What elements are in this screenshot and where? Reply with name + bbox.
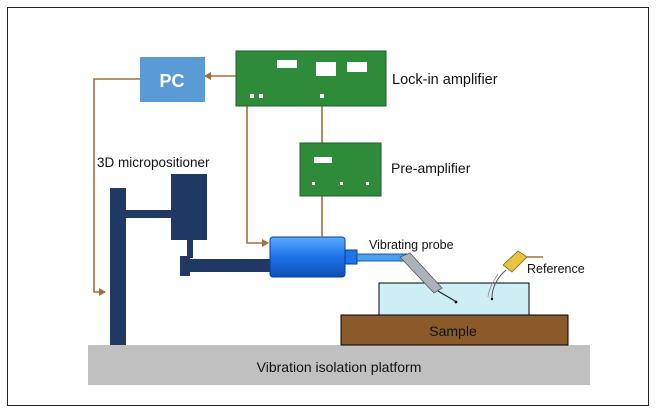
pc-box: PC bbox=[140, 57, 205, 102]
lockin-label: Lock-in amplifier bbox=[392, 72, 498, 88]
probe-label: Vibrating probe bbox=[369, 238, 454, 252]
probe-housing bbox=[269, 236, 408, 278]
sample-block: Sample bbox=[340, 314, 569, 346]
micropositioner-label: 3D micropositioner bbox=[97, 155, 210, 170]
reference-electrode bbox=[487, 250, 543, 301]
platform-label: Vibration isolation platform bbox=[257, 359, 422, 375]
vibration-isolation-platform: Vibration isolation platform bbox=[88, 345, 590, 385]
vibrating-probe bbox=[399, 252, 458, 304]
lockin-amplifier-board bbox=[235, 50, 387, 107]
preamplifier-board bbox=[299, 142, 382, 197]
pc-label: PC bbox=[159, 71, 184, 91]
micropositioner-stand bbox=[110, 174, 272, 345]
sample-label: Sample bbox=[429, 323, 477, 339]
reference-label: Reference bbox=[527, 262, 585, 276]
solution-bath bbox=[378, 282, 530, 316]
preamp-label: Pre-amplifier bbox=[391, 160, 471, 176]
